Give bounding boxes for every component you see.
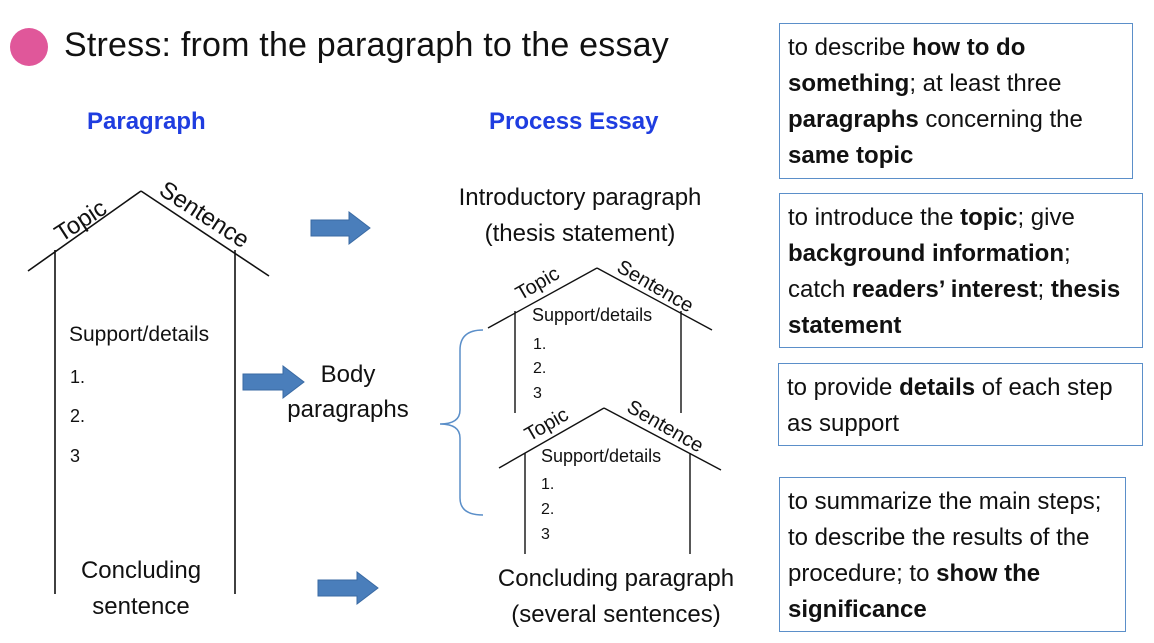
box-0-segment: paragraphs — [788, 106, 919, 133]
body-label-line1: Body — [320, 361, 376, 388]
concl-line1: Concluding paragraph — [497, 565, 735, 592]
box-1-segment: thesis statement — [788, 276, 1121, 339]
box-1-segment: to introduce the — [788, 204, 961, 231]
box-1-segment: ; catch — [788, 240, 1071, 303]
arrow-intro — [310, 210, 371, 246]
box-0-segment: same topic — [788, 142, 914, 169]
paragraph-item-2: 2. — [70, 406, 86, 426]
process-essay-heading: Process Essay — [489, 108, 659, 135]
paragraph-concluding-line1: Concluding — [80, 557, 202, 584]
box-2-segment: of each step as support — [787, 374, 1113, 437]
body2-support: Support/details — [541, 446, 662, 466]
arrow-concluding — [317, 570, 379, 606]
body-house-2 — [498, 407, 722, 554]
box-1-segment: topic — [960, 204, 1018, 231]
box-0-segment: how to do something — [788, 34, 1026, 97]
intro-line2: (thesis statement) — [484, 220, 676, 247]
body-bracket — [439, 329, 484, 516]
paragraph-concluding-line2: sentence — [92, 593, 190, 620]
box-1-segment: readers’ interest — [852, 276, 1038, 303]
paragraph-item-1: 1. — [70, 367, 86, 387]
body1-item-3: 3 — [533, 385, 542, 402]
paragraph-item-3: 3 — [70, 446, 81, 466]
intro-line1: Introductory paragraph — [458, 184, 702, 211]
box-2-segment: to provide — [787, 374, 900, 401]
body1-item-2: 2. — [533, 360, 547, 377]
paragraph-support: Support/details — [69, 323, 210, 346]
slide-title: Stress: from the paragraph to the essay — [64, 26, 669, 64]
box-0-segment: concerning the — [918, 106, 1083, 133]
body-label-line2: paragraphs — [287, 396, 409, 423]
body2-item-1: 1. — [541, 476, 555, 493]
paragraph-heading: Paragraph — [87, 108, 206, 135]
box-3-segment: to summarize the main steps; to describe… — [788, 488, 1102, 587]
box-0-segment: ; at least three — [909, 70, 1062, 97]
body-house-1 — [487, 267, 713, 413]
paragraph-house — [27, 190, 270, 594]
body1-item-1: 1. — [533, 336, 547, 353]
box-1-segment: ; give — [1017, 204, 1075, 231]
box-2-segment: details — [899, 374, 976, 401]
box-1-segment: ; — [1037, 276, 1051, 303]
box-intro-purpose: to introduce the topic; give background … — [779, 193, 1143, 348]
body1-support: Support/details — [532, 305, 653, 325]
body2-item-2: 2. — [541, 501, 555, 518]
box-conclusion-purpose: to summarize the main steps; to describe… — [779, 477, 1126, 632]
title-bullet — [10, 28, 48, 66]
box-3-segment: show the significance — [788, 560, 1041, 623]
body2-item-3: 3 — [541, 526, 550, 543]
arrow-body — [242, 364, 305, 400]
box-0-segment: to describe — [788, 34, 913, 61]
box-body-purpose: to provide details of each step as suppo… — [778, 363, 1143, 446]
box-1-segment: background information — [788, 240, 1064, 267]
concl-line2: (several sentences) — [511, 601, 721, 628]
box-essay-purpose: to describe how to do something; at leas… — [779, 23, 1133, 179]
